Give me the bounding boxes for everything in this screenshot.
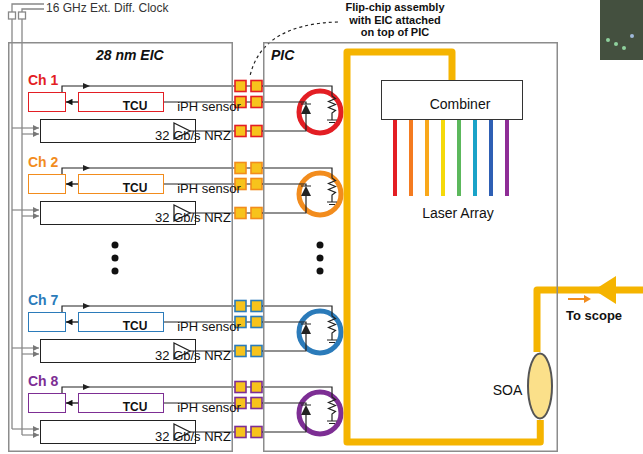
node-label: TCU — [123, 400, 148, 414]
channel-label: Ch 2 — [28, 154, 58, 171]
chip-title: PIC — [271, 47, 294, 63]
node-label: 32 Gb/s NRZ — [155, 210, 231, 225]
driver-block: 32 Gb/s NRZ — [40, 420, 196, 444]
clock-label-holder: 16 GHz Ext. Diff. Clock — [46, 1, 168, 15]
sensor-block: iPH sensor — [78, 174, 164, 194]
ellipsis-dot — [112, 255, 119, 262]
node-label: 32 Gb/s NRZ — [155, 128, 231, 143]
node-label: 32 Gb/s NRZ — [155, 429, 231, 444]
node-label: Laser Array — [422, 205, 494, 221]
photo-detail — [606, 38, 610, 42]
photo-detail — [630, 34, 634, 38]
clock-wire — [12, 4, 44, 12]
node-label: Combiner — [430, 96, 491, 112]
driver-block: 32 Gb/s NRZ — [40, 119, 196, 143]
driver-block: 32 Gb/s NRZ — [40, 201, 196, 225]
laser-line — [505, 120, 509, 196]
assembly-note-holder: Flip-chip assembly with EIC attached on … — [343, 1, 447, 39]
leader-line — [250, 22, 338, 76]
tcu-block: TCU — [28, 312, 66, 332]
node-label: iPH sensor — [177, 400, 241, 415]
sensor-block: iPH sensor — [78, 312, 164, 332]
channel-label: Ch 7 — [28, 292, 58, 309]
signal-arrow — [66, 402, 78, 403]
signal-arrow — [66, 183, 78, 184]
output-label: To scope — [566, 308, 622, 324]
pic-chip: PIC CombinerLaser ArraySOA — [263, 42, 558, 452]
clock-bus — [12, 19, 22, 435]
laser-line — [457, 120, 461, 196]
channel-label-holder: Ch 8 — [28, 373, 58, 390]
eic-chip: 28 nm EICTCUiPH sensor32 Gb/s NRZTCUiPH … — [8, 42, 233, 452]
chip-title: 28 nm EIC — [96, 47, 164, 63]
waveguide — [347, 52, 540, 442]
tcu-block: TCU — [28, 174, 66, 194]
clock-port — [19, 12, 26, 19]
laser-line — [425, 120, 429, 196]
scope-arrow — [584, 295, 591, 303]
signal-arrow — [66, 321, 78, 322]
ellipsis-dot — [112, 268, 119, 275]
laser-line — [473, 120, 477, 196]
sensor-block: iPH sensor — [78, 393, 164, 413]
channel-label: Ch 1 — [28, 72, 58, 89]
laser-line — [441, 120, 445, 196]
node-label: 32 Gb/s NRZ — [155, 348, 231, 363]
output-waveguide — [537, 290, 643, 352]
laser-line — [409, 120, 413, 196]
node-label: TCU — [123, 181, 148, 195]
signal-arrow — [66, 101, 78, 102]
ellipsis-dot — [317, 255, 324, 262]
ellipsis-dot — [317, 242, 324, 249]
photo-detail — [622, 46, 626, 50]
combiner-box: Combiner — [381, 80, 523, 120]
channel-label-holder: Ch 7 — [28, 292, 58, 309]
assembly-note: Flip-chip assembly with EIC attached on … — [343, 1, 447, 39]
laser-array: Laser Array — [396, 198, 504, 220]
ellipsis-dot — [112, 242, 119, 249]
laser-line — [393, 120, 397, 196]
scope-arrow — [568, 298, 586, 300]
output-label-holder: To scope — [566, 308, 622, 324]
clock-label: 16 GHz Ext. Diff. Clock — [46, 1, 168, 15]
photo-detail — [614, 42, 618, 46]
photo-inset — [600, 0, 643, 60]
output-arrow — [594, 276, 616, 304]
node-label: TCU — [123, 319, 148, 333]
sensor-block: iPH sensor — [78, 92, 164, 112]
channel-label-holder: Ch 1 — [28, 72, 58, 89]
node-label: iPH sensor — [177, 99, 241, 114]
node-label: iPH sensor — [177, 319, 241, 334]
node-label: iPH sensor — [177, 181, 241, 196]
node-label: SOA — [493, 382, 523, 398]
channel-label: Ch 8 — [28, 373, 58, 390]
soa-body — [528, 354, 552, 419]
laser-line — [489, 120, 493, 196]
soa-amplifier: SOA — [483, 352, 556, 420]
ellipsis-dot — [317, 268, 324, 275]
channel-label-holder: Ch 2 — [28, 154, 58, 171]
driver-block: 32 Gb/s NRZ — [40, 339, 196, 363]
tcu-block: TCU — [28, 92, 66, 112]
clock-port — [9, 12, 16, 19]
node-label: TCU — [123, 99, 148, 113]
tcu-block: TCU — [28, 393, 66, 413]
soa-shape — [525, 352, 555, 420]
